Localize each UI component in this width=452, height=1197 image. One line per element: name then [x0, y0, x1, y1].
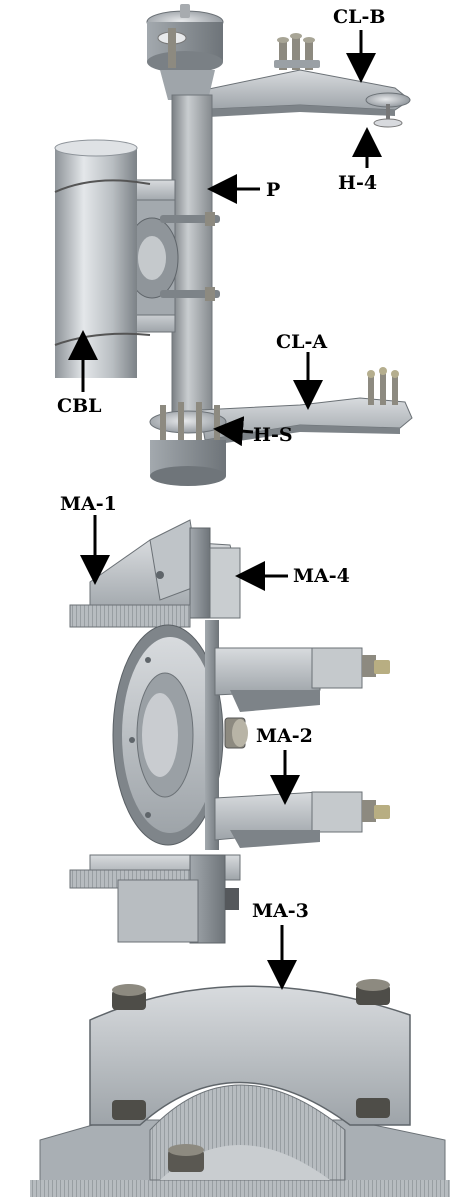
top-assembly	[54, 4, 413, 486]
sensor-h4-disc	[365, 92, 411, 128]
label-ma-4: MA-4	[293, 565, 350, 587]
arrow-h-s	[213, 416, 254, 447]
annotation-labels: CL-B H-4 P CL-A CBL H-S MA-1 MA-4 MA-2 M…	[57, 6, 385, 922]
upper-arm-clamp	[214, 647, 390, 712]
label-ma-2: MA-2	[256, 725, 313, 747]
top-head-casting	[146, 4, 224, 100]
crossbar-cl-a-arm	[199, 367, 413, 446]
label-ma-3: MA-3	[252, 900, 309, 922]
lower-arm-clamp	[214, 791, 390, 848]
upper-l-plate	[69, 519, 241, 628]
base-casting-hs	[149, 402, 227, 486]
label-ma-1: MA-1	[60, 493, 117, 515]
annotation-arrows	[68, 30, 382, 990]
label-h-s: H-S	[253, 424, 293, 446]
center-bolt	[224, 717, 248, 749]
pipe-cbl	[54, 139, 151, 378]
vertical-post-p	[171, 94, 213, 426]
arm-a-bolts	[367, 367, 399, 405]
lower-l-plate	[69, 854, 241, 944]
label-cl-b: CL-B	[333, 6, 385, 28]
label-h-4: H-4	[338, 172, 377, 194]
clamp-bolts	[112, 979, 390, 1172]
label-cl-a: CL-A	[276, 331, 327, 353]
arm-bolts	[274, 33, 320, 70]
label-p: P	[266, 179, 280, 201]
label-cbl: CBL	[57, 395, 102, 417]
pipe-clamp-ma3	[30, 979, 450, 1197]
flange-disc	[112, 620, 224, 850]
mounting-bracket-assembly	[69, 519, 390, 944]
